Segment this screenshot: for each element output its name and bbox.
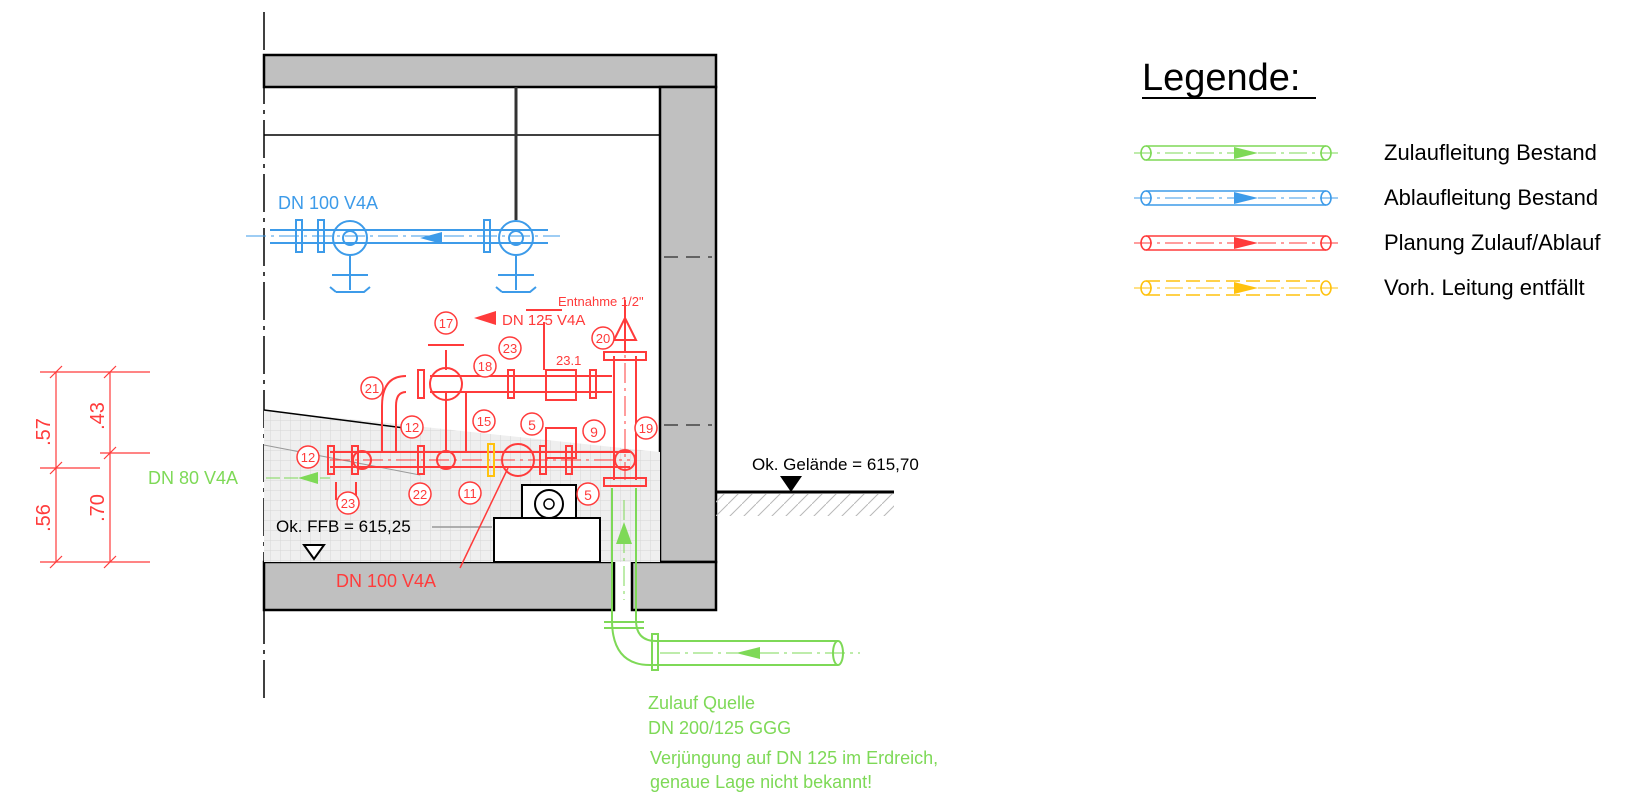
marker-5a: 5 (520, 412, 544, 436)
red-pipe-bottom-label: DN 100 V4A (336, 571, 436, 591)
svg-text:12: 12 (301, 450, 315, 465)
svg-text:12: 12 (405, 420, 419, 435)
svg-text:23: 23 (503, 341, 517, 356)
blue-pipe-group (246, 219, 560, 293)
pump-icon (534, 489, 564, 519)
zulauf-line-4: genaue Lage nicht bekannt! (650, 772, 872, 792)
marker-20: 20 (591, 326, 615, 350)
marker-12b: 12 (296, 445, 320, 469)
ok-gelaende-label: Ok. Gelände = 615,70 (752, 455, 919, 474)
green-outflow-arrow (298, 472, 318, 484)
soil-hatch (716, 494, 894, 516)
blue-flow-arrow (420, 232, 442, 244)
pump-base (493, 517, 601, 563)
yellow-removed-segment (487, 443, 495, 477)
svg-text:11: 11 (463, 486, 477, 501)
marker-15: 15 (472, 409, 496, 433)
legend-arrow (1234, 237, 1258, 249)
legend-item-3: Planung Zulauf/Ablauf (1134, 230, 1601, 255)
right-wall (658, 85, 718, 564)
marker-23a: 23 (498, 336, 522, 360)
legend-label: Planung Zulauf/Ablauf (1384, 230, 1601, 255)
entnahme-label: Entnahme 1/2" (558, 294, 644, 309)
ffb-level-marker (302, 544, 326, 561)
legend-item-4: Vorh. Leitung entfällt (1134, 275, 1585, 300)
dim-70: .70 (87, 494, 109, 522)
svg-text:22: 22 (413, 487, 427, 502)
dim-56: .56 (33, 504, 55, 532)
green-flow-arrow-up (616, 522, 632, 544)
green-flow-arrow-left (736, 647, 760, 659)
svg-text:20: 20 (596, 331, 610, 346)
blue-pipe-label: DN 100 V4A (278, 193, 378, 213)
red-pipe-top-label: DN 125 V4A (502, 312, 585, 329)
ground-level-marker (780, 476, 802, 492)
dimension-chain (40, 365, 150, 569)
marker-11: 11 (458, 481, 482, 505)
svg-text:9: 9 (590, 424, 598, 440)
zulauf-line-3: Verjüngung auf DN 125 im Erdreich, (650, 748, 938, 768)
zulauf-line-2: DN 200/125 GGG (648, 718, 791, 738)
marker-17: 17 (434, 311, 458, 335)
zulauf-line-1: Zulauf Quelle (648, 693, 755, 713)
dim-43: .43 (87, 402, 109, 430)
marker-21: 21 (360, 376, 384, 400)
marker-18: 18 (473, 354, 497, 378)
floor-slab-right (630, 560, 718, 612)
dim-57: .57 (33, 418, 55, 446)
svg-text:19: 19 (639, 421, 653, 436)
legend-item-2: Ablaufleitung Bestand (1134, 185, 1598, 210)
marker-23b: 23 (336, 491, 360, 515)
fill-slope-line (263, 409, 421, 431)
legend-arrow (1234, 282, 1258, 294)
marker-9: 9 (582, 419, 606, 443)
marker-5b: 5 (576, 482, 600, 506)
svg-text:21: 21 (365, 381, 379, 396)
svg-text:15: 15 (477, 414, 491, 429)
legend-label: Vorh. Leitung entfällt (1384, 275, 1585, 300)
red-flow-arrow (474, 311, 496, 325)
svg-text:18: 18 (478, 359, 492, 374)
floor-slab (262, 560, 616, 612)
ok-ffb-label: Ok. FFB = 615,25 (276, 517, 411, 536)
legend-arrow (1234, 147, 1258, 159)
legend-label: Ablaufleitung Bestand (1384, 185, 1598, 210)
marker-22: 22 (408, 482, 432, 506)
legend-label: Zulaufleitung Bestand (1384, 140, 1597, 165)
legend-item-1: Zulaufleitung Bestand (1134, 140, 1597, 165)
svg-text:5: 5 (528, 417, 536, 433)
svg-text:17: 17 (439, 316, 453, 331)
roof-slab (262, 53, 718, 89)
svg-text:23: 23 (341, 496, 355, 511)
svg-text:5: 5 (584, 487, 592, 503)
green-pipe-label: DN 80 V4A (148, 468, 238, 488)
legend-title: Legende: (1142, 57, 1301, 99)
red-pipe-group (327, 300, 647, 500)
marker-19: 19 (634, 416, 658, 440)
legend-arrow (1234, 192, 1258, 204)
red-leader-line (459, 467, 509, 569)
sub-23-1-label: 23.1 (556, 353, 581, 368)
marker-12a: 12 (400, 415, 424, 439)
legend: Legende: Zulaufleitung BestandAblaufleit… (1134, 57, 1601, 300)
